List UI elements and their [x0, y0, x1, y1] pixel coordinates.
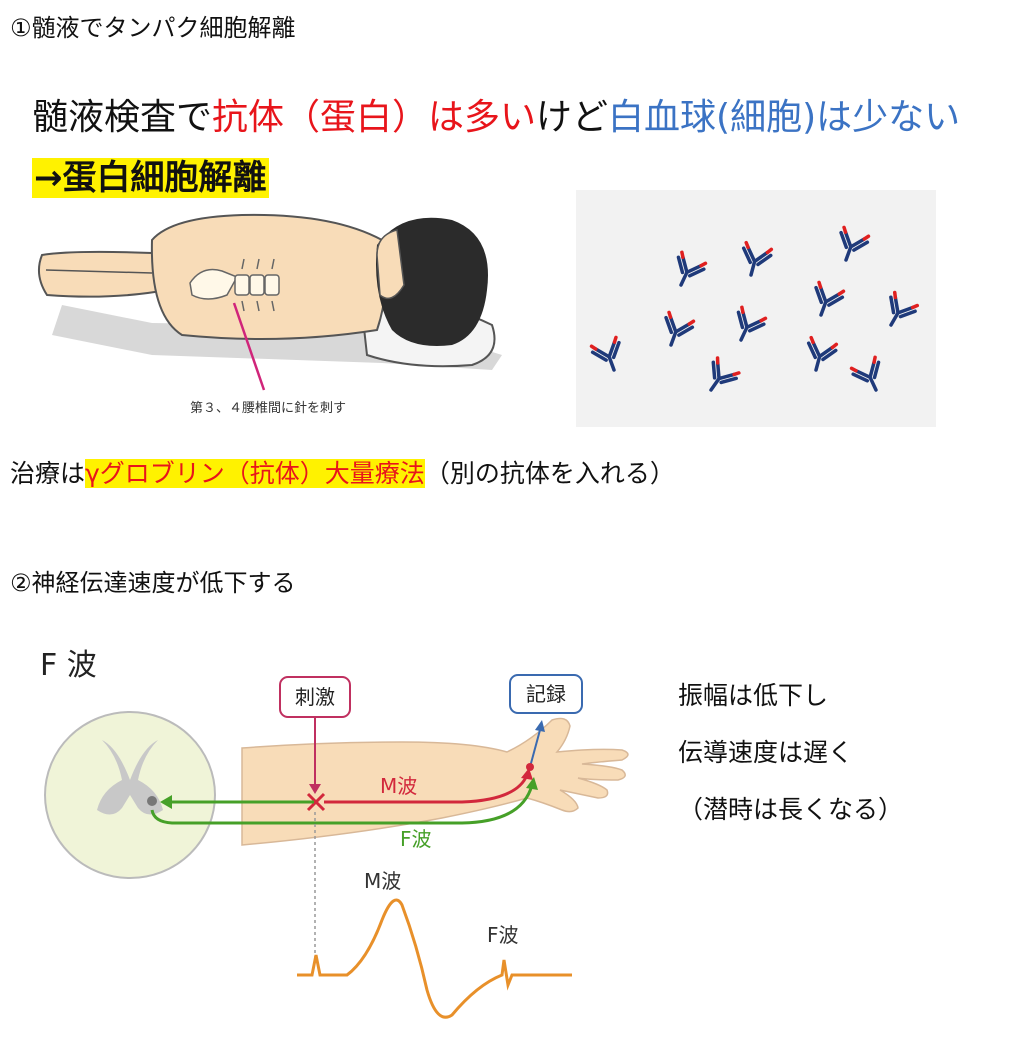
antibodies-illustration: [576, 190, 936, 427]
csf-finding-sentence: 髄液検査で抗体（蛋白）は多いけど白血球(細胞)は少ない: [32, 88, 960, 140]
m-wave-label: M波: [380, 774, 417, 798]
treatment-highlight: γグロブリン（抗体）大量療法: [85, 459, 425, 488]
spinal-cord-section: [44, 711, 216, 879]
trace-f-wave-label: F波: [487, 923, 519, 947]
spine-diagram: [189, 258, 280, 312]
lead-part4: 白血球(細胞)は少ない: [608, 97, 961, 138]
f-wave-label: F波: [400, 827, 432, 851]
f-wave-diagram: F 波 刺激 記録 M波 F波 M波 F波: [40, 648, 629, 1019]
section1-heading: ①髄液でタンパク細胞解離: [10, 14, 296, 42]
lead-part3: けど: [536, 97, 609, 138]
record-label: 記録: [526, 682, 566, 706]
arm-illustration: [241, 717, 629, 846]
conclusion-text: →蛋白細胞解離: [32, 158, 269, 198]
lead-part2: 抗体（蛋白）は多い: [212, 97, 537, 138]
emg-trace: [297, 898, 572, 1019]
section2-heading: ②神経伝達速度が低下する: [10, 569, 296, 597]
lead-part1: 髄液検査で: [32, 97, 213, 138]
conclusion-line: →蛋白細胞解離: [32, 150, 269, 199]
treatment-prefix: 治療は: [10, 459, 86, 488]
note-amplitude: 振幅は低下し: [678, 681, 829, 710]
f-wave-title: F 波: [40, 648, 97, 683]
puncture-caption: 第３、４腰椎間に針を刺す: [190, 401, 346, 416]
note-velocity: 伝導速度は遅く: [678, 738, 854, 767]
stimulus-label: 刺激: [295, 685, 335, 709]
lumbar-puncture-illustration: 第３、４腰椎間に針を刺す: [37, 213, 502, 416]
trace-m-wave-label: M波: [364, 869, 401, 893]
note-latency: （潜時は長くなる）: [678, 795, 904, 824]
treatment-suffix: （別の抗体を入れる）: [424, 459, 675, 488]
treatment-line: 治療はγグロブリン（抗体）大量療法（別の抗体を入れる）: [10, 454, 675, 490]
